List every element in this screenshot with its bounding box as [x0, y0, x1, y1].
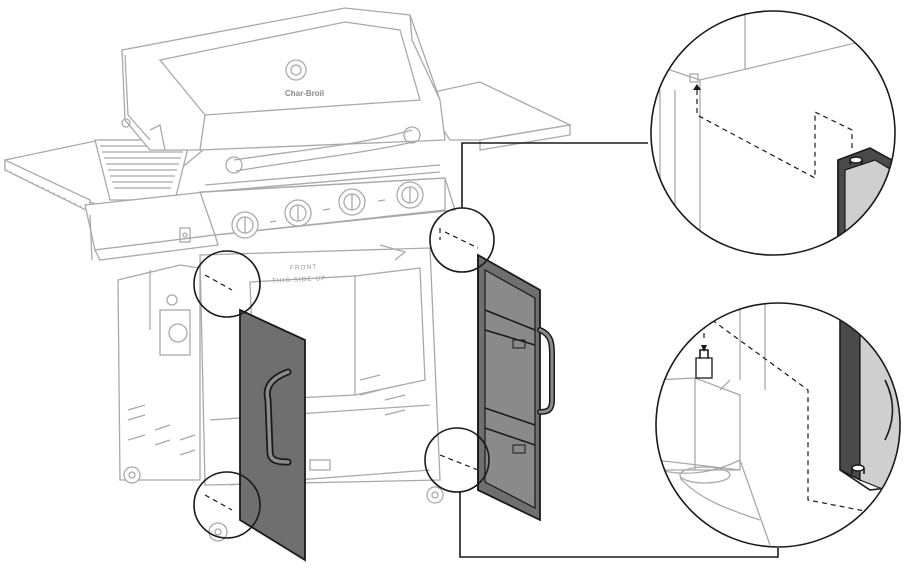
- hinge-callout-markers: [193, 207, 495, 539]
- door-bottom-edge: [839, 303, 900, 501]
- panel-stamp-side-up: THIS SIDE UP: [272, 275, 327, 285]
- caster-rear-right: [426, 486, 444, 504]
- burner-knobs: [231, 181, 424, 239]
- brand-logo: Char-Broil: [285, 89, 324, 98]
- right-door: [477, 253, 555, 522]
- right-door-handle: [537, 327, 555, 415]
- burner-knob-3: [338, 188, 366, 216]
- lid-handle: [225, 126, 421, 174]
- left-top-hinge-marker: [193, 250, 261, 318]
- burner-knob-2: [284, 199, 312, 227]
- control-panel: [84, 164, 456, 261]
- caster-wheels: [123, 466, 444, 542]
- left-bottom-hinge-marker: [193, 471, 261, 539]
- right-bottom-hinge-marker: [424, 427, 490, 493]
- panel-stamp-front: FRONT: [290, 264, 318, 272]
- callout-leader-lines: [459, 142, 779, 558]
- left-door: [239, 308, 306, 562]
- door-top-edge: [837, 147, 895, 255]
- bottom-hinge-detail: [655, 302, 901, 548]
- grill-lid: Char-Broil: [121, 7, 446, 174]
- burner-knob-1: [231, 211, 259, 239]
- top-hinge-detail: [650, 10, 896, 256]
- left-side-shelf: [4, 139, 217, 216]
- side-burner-grate: [100, 145, 185, 189]
- caster-front-left: [123, 466, 141, 484]
- left-door-handle: [263, 368, 292, 466]
- burner-knob-4: [396, 181, 424, 209]
